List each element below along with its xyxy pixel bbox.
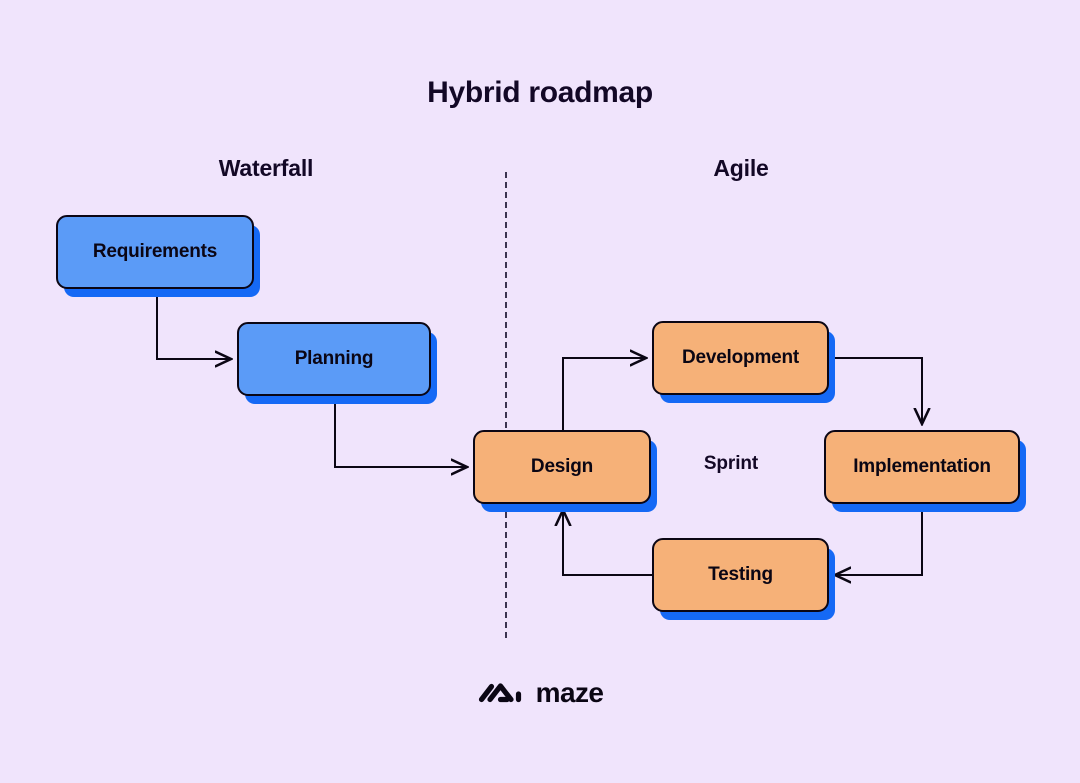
edge-design-to-development xyxy=(562,358,646,430)
brand-logo: maze xyxy=(0,678,1080,708)
maze-wordmark: maze xyxy=(535,677,604,708)
edge-implementation-to-testing xyxy=(835,504,923,575)
edge-development-to-implementation xyxy=(829,357,922,424)
phase-divider xyxy=(505,172,507,638)
node-requirements[interactable]: Requirements xyxy=(56,215,254,289)
edge-planning-to-design xyxy=(334,396,467,467)
section-heading-waterfall: Waterfall xyxy=(218,155,314,181)
sprint-label: Sprint xyxy=(703,453,759,474)
page-title: Hybrid roadmap xyxy=(427,76,653,109)
maze-logo-icon xyxy=(478,683,521,703)
node-testing[interactable]: Testing xyxy=(652,538,829,612)
node-development[interactable]: Development xyxy=(652,321,829,395)
section-heading-agile: Agile xyxy=(713,155,769,181)
edge-testing-to-design xyxy=(563,510,652,576)
node-planning[interactable]: Planning xyxy=(237,322,431,396)
node-implementation[interactable]: Implementation xyxy=(824,430,1020,504)
node-design[interactable]: Design xyxy=(473,430,651,504)
edge-requirements-to-planning xyxy=(156,289,231,359)
